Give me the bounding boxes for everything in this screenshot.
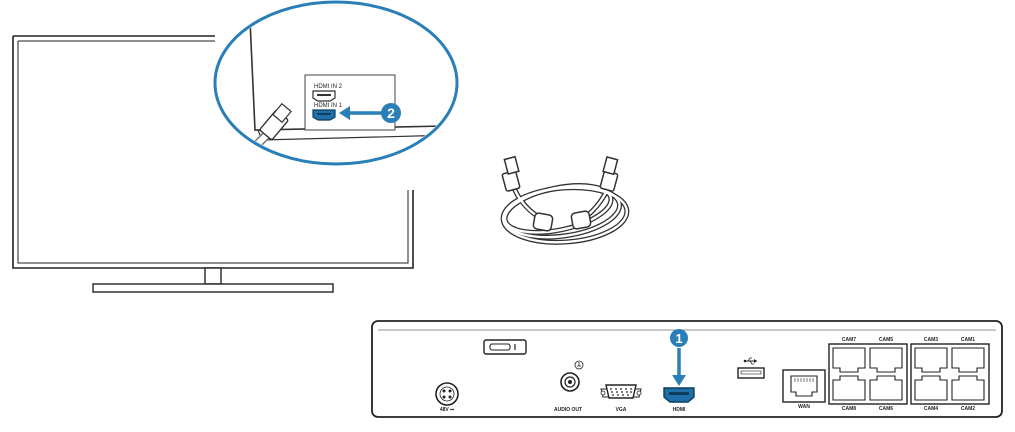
power-switch — [483, 339, 527, 355]
cable-connector-right — [599, 156, 619, 192]
nvr-back-panel: 48V ⎓ AUDIO OUT VGA — [371, 320, 1003, 418]
hdmi-input-magnifier: HDMI IN 2 HDMI IN 1 2 — [213, 0, 459, 166]
camera-ports — [828, 343, 990, 405]
step-2-badge: 2 — [381, 103, 401, 123]
cam-label: CAM1 — [961, 337, 975, 343]
cable-connector-left — [501, 155, 521, 192]
cam-label: CAM4 — [924, 406, 938, 412]
hdmi-in-2-label: HDMI IN 2 — [314, 84, 343, 90]
television — [12, 35, 414, 293]
camera-labels-bottom: CAM8 CAM6 CAM4 CAM2 — [842, 406, 975, 412]
power-label: 48V ⎓ — [440, 407, 454, 413]
ground-icon — [574, 360, 584, 370]
svg-text:1: 1 — [675, 331, 682, 346]
hdmi-in-1-label: HDMI IN 1 — [314, 103, 343, 109]
step-1-badge: 1 — [670, 329, 688, 347]
hdmi-in-2-port — [312, 90, 336, 102]
cam-label: CAM5 — [879, 337, 893, 343]
cam-label: CAM8 — [842, 406, 856, 412]
audio-out-port — [560, 372, 580, 392]
cam-label: CAM7 — [842, 337, 856, 343]
vga-label: VGA — [616, 407, 627, 413]
camera-labels-top: CAM7 CAM5 CAM3 CAM1 — [842, 337, 975, 343]
usb-port — [737, 367, 765, 379]
hdmi-in-1-port — [312, 109, 336, 121]
vga-port — [600, 384, 642, 399]
hdmi-cable — [500, 155, 630, 245]
hdmi-out-port — [663, 387, 695, 403]
power-port — [435, 382, 459, 406]
audio-out-label: AUDIO OUT — [554, 407, 582, 413]
cam-label: CAM2 — [961, 406, 975, 412]
cam-label: CAM6 — [879, 406, 893, 412]
hdmi-label: HDMI — [673, 407, 686, 413]
cam-label: CAM3 — [924, 337, 938, 343]
svg-text:2: 2 — [387, 105, 395, 121]
wan-label: WAN — [798, 404, 810, 410]
usb-icon — [743, 357, 757, 365]
step-2-arrow — [339, 106, 382, 120]
step-1-arrow — [672, 348, 686, 386]
wan-port — [782, 369, 826, 403]
